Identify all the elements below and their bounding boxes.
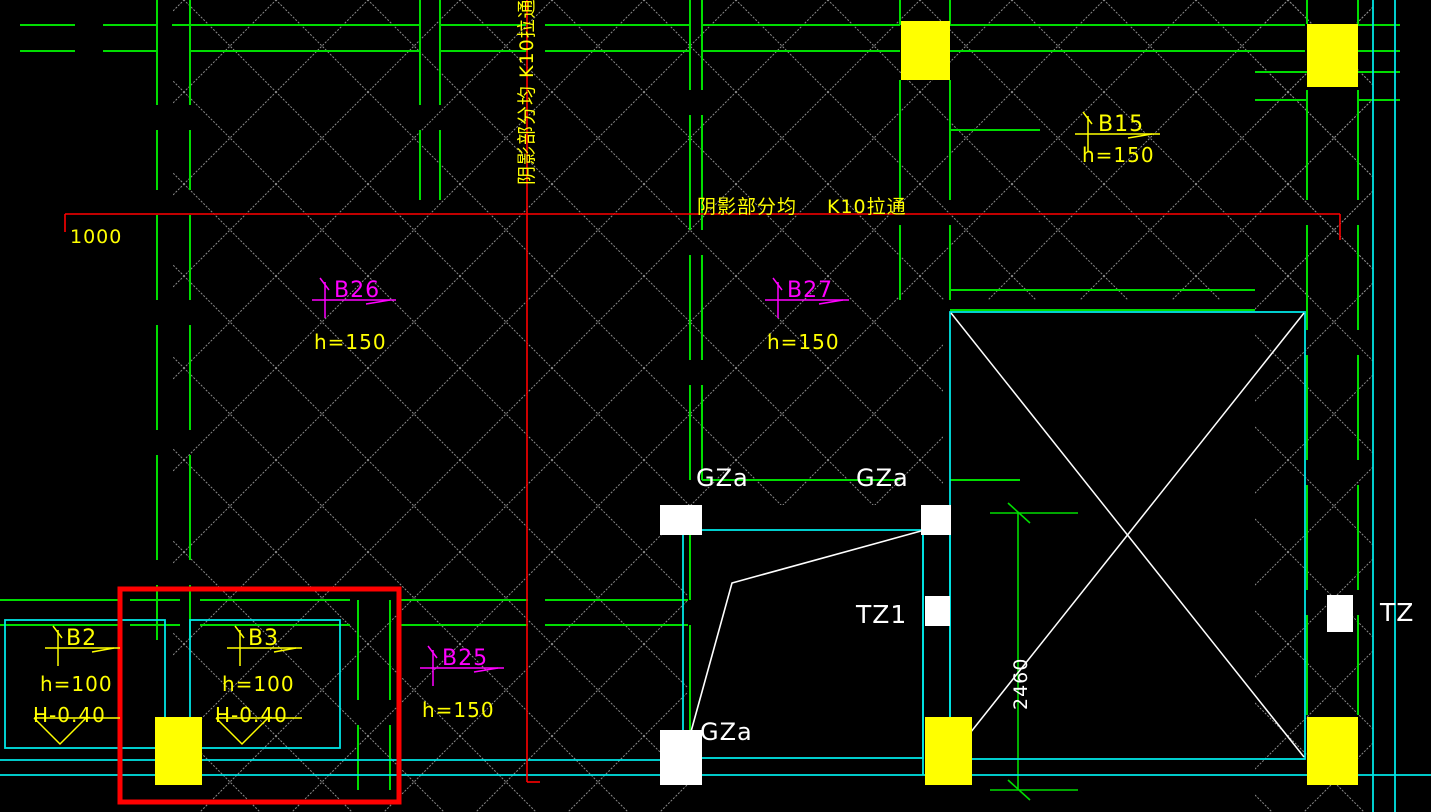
horizontal-note-part2: K10拉通 [827, 196, 907, 218]
dimension-2460-text: 2460 [1010, 657, 1032, 710]
hatch-region-left [173, 0, 528, 812]
leader-b27 [765, 277, 849, 318]
column-label-gza-3: GZa [700, 718, 753, 746]
leader-b15 [1075, 111, 1160, 152]
slab-label-b27-thickness: h=150 [767, 330, 840, 354]
slab-label-b3-thickness: h=100 [222, 672, 295, 696]
slab-label-b2-elevation: H-0.40 [33, 703, 106, 727]
column-label-gza-1: GZa [696, 464, 749, 492]
leader-b3 [215, 625, 302, 746]
slab-label-b26-name: B26 [334, 278, 381, 303]
column-label-tz1: TZ1 [856, 600, 908, 629]
horizontal-note-part1: 阴影部分均 [697, 196, 798, 218]
leader-b26 [312, 277, 396, 318]
slab-label-b27-name: B27 [787, 278, 834, 303]
yellow-columns [155, 21, 1358, 785]
leader-b2 [33, 625, 120, 746]
dimension-line-2460 [990, 502, 1078, 801]
green-wall-lines [0, 0, 1400, 790]
slab-label-b15-name: B15 [1098, 112, 1145, 137]
slab-label-b25-name: B25 [442, 646, 489, 671]
column-label-tz: TZ [1380, 598, 1415, 627]
stair-run-lines [683, 530, 922, 758]
slab-label-b2-thickness: h=100 [40, 672, 113, 696]
hatch-region-right-strip [1255, 0, 1373, 812]
slab-label-b2-name: B2 [66, 626, 98, 651]
slab-label-b25-thickness: h=150 [422, 698, 495, 722]
slab-label-b15-thickness: h=150 [1082, 143, 1155, 167]
red-selection-rectangle[interactable] [117, 586, 402, 805]
vertical-note-text: 阴影部分均 K10拉通 [516, 0, 538, 185]
hatch-region-midleft [528, 0, 688, 812]
red-grid-lines [64, 0, 1341, 783]
white-openings [660, 505, 1353, 785]
dimension-1000-text: 1000 [70, 226, 123, 248]
column-label-gza-2: GZa [856, 464, 909, 492]
shaft-cross-lines [950, 312, 1305, 758]
slab-label-b26-thickness: h=150 [314, 330, 387, 354]
leader-b25 [420, 645, 504, 686]
slab-label-b3-elevation: H-0.40 [215, 703, 288, 727]
slab-label-b3-name: B3 [248, 626, 280, 651]
